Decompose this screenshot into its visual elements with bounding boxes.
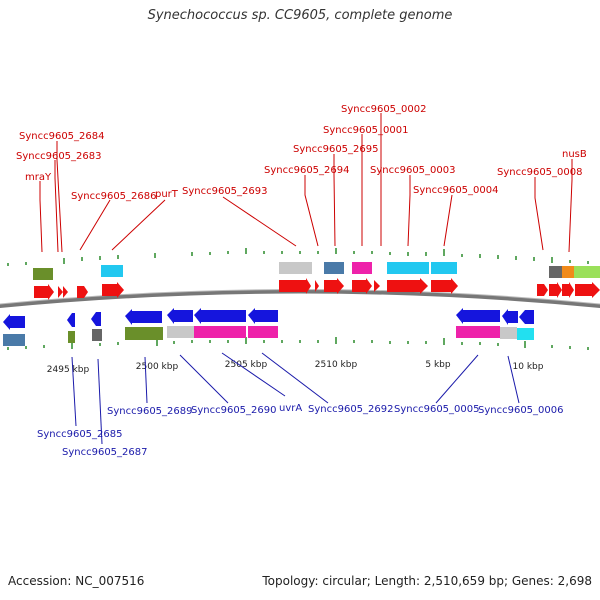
gene-arrow[interactable] [456,308,500,324]
gene-arrow[interactable] [537,284,548,296]
gene-arrow[interactable] [77,286,88,298]
gene-label-top[interactable]: purT [155,189,179,200]
gene-arrow[interactable] [562,282,574,298]
gene-arrow[interactable] [324,278,344,294]
forward-genes [34,278,600,300]
scale-label: 10 kbp [513,362,544,372]
gene-label-top[interactable]: mraY [25,172,52,183]
gene-arrow[interactable] [575,282,600,298]
gene-box[interactable] [92,329,102,341]
gene-box[interactable] [500,327,517,339]
gene-box[interactable] [574,266,600,278]
gene-arrow[interactable] [3,314,25,330]
scale-label: 2510 kbp [315,360,358,370]
gene-box[interactable] [68,331,75,343]
gene-box[interactable] [248,326,278,338]
gene-arrow[interactable] [374,280,380,292]
gene-box[interactable] [125,327,163,340]
gene-box[interactable] [456,326,500,338]
gene-arrow[interactable] [502,309,518,325]
gene-box[interactable] [387,262,429,274]
gene-box[interactable] [101,265,123,277]
gene-label-top[interactable]: Syncc9605_0004 [413,185,499,196]
gene-arrow[interactable] [387,278,428,294]
gene-label-top[interactable]: Syncc9605_2684 [19,131,105,142]
gene-box[interactable] [431,262,457,274]
gene-box[interactable] [324,262,344,274]
gene-box[interactable] [549,266,562,278]
gene-arrow[interactable] [63,286,68,298]
upper-ticks [7,248,589,266]
gene-arrow[interactable] [34,284,54,300]
gene-arrow[interactable] [519,310,534,324]
scale-label: 5 kbp [425,360,451,370]
gene-label-bottom[interactable]: uvrA [279,403,302,414]
gene-box[interactable] [3,334,25,346]
gene-arrow[interactable] [102,282,124,298]
lower-features [3,326,534,346]
gene-label-bottom[interactable]: Syncc9605_2689 [107,406,193,417]
gene-arrow[interactable] [248,308,278,324]
gene-label-bottom[interactable]: Syncc9605_0006 [478,405,564,416]
gene-label-bottom[interactable]: Syncc9605_2687 [62,447,148,458]
reverse-genes [3,308,534,330]
scale-label: 2500 kbp [136,362,179,372]
scale-label: 2495 kbp [47,365,90,375]
lower-ticks [7,337,589,350]
gene-label-top[interactable]: nusB [562,149,587,160]
gene-box[interactable] [517,328,534,340]
gene-arrow[interactable] [549,282,562,298]
bottom-leader-lines [71,352,520,445]
gene-label-bottom[interactable]: Syncc9605_2690 [191,405,277,416]
gene-arrow[interactable] [58,286,63,298]
gene-arrow[interactable] [352,278,372,294]
gene-label-top[interactable]: Syncc9605_2686 [71,191,157,202]
gene-box[interactable] [194,326,246,338]
genome-backbone [0,289,600,309]
top-leader-lines [39,113,573,253]
gene-arrow[interactable] [431,278,458,294]
scale-label: 2505 kbp [225,360,268,370]
gene-arrow[interactable] [279,278,311,294]
accession-label: Accession: NC_007516 [8,574,145,588]
gene-arrow[interactable] [125,309,162,325]
map-title: Synechococcus sp. CC9605, complete genom… [147,8,453,23]
gene-arrow[interactable] [315,280,319,292]
gene-box[interactable] [279,262,312,274]
gene-label-bottom[interactable]: Syncc9605_2692 [308,404,394,415]
gene-label-top[interactable]: Syncc9605_2683 [16,151,102,162]
gene-label-top[interactable]: Syncc9605_0003 [370,165,456,176]
gene-arrow[interactable] [194,308,246,324]
gene-label-top[interactable]: Syncc9605_2693 [182,186,268,197]
upper-features [33,262,600,280]
gene-label-top[interactable]: Syncc9605_0008 [497,167,583,178]
gene-label-bottom[interactable]: Syncc9605_0005 [394,404,480,415]
gene-box[interactable] [33,268,53,280]
gene-label-top[interactable]: Syncc9605_0001 [323,125,409,136]
gene-box[interactable] [562,266,574,278]
gene-arrow[interactable] [167,308,193,324]
gene-label-top[interactable]: Syncc9605_2694 [264,165,350,176]
genome-summary: Topology: circular; Length: 2,510,659 bp… [262,574,592,588]
gene-box[interactable] [352,262,372,274]
gene-label-top[interactable]: Syncc9605_2695 [293,144,379,155]
gene-label-bottom[interactable]: Syncc9605_2685 [37,429,123,440]
gene-label-top[interactable]: Syncc9605_0002 [341,104,427,115]
gene-arrow[interactable] [91,312,101,326]
gene-box[interactable] [167,326,194,338]
gene-arrow[interactable] [67,313,75,327]
